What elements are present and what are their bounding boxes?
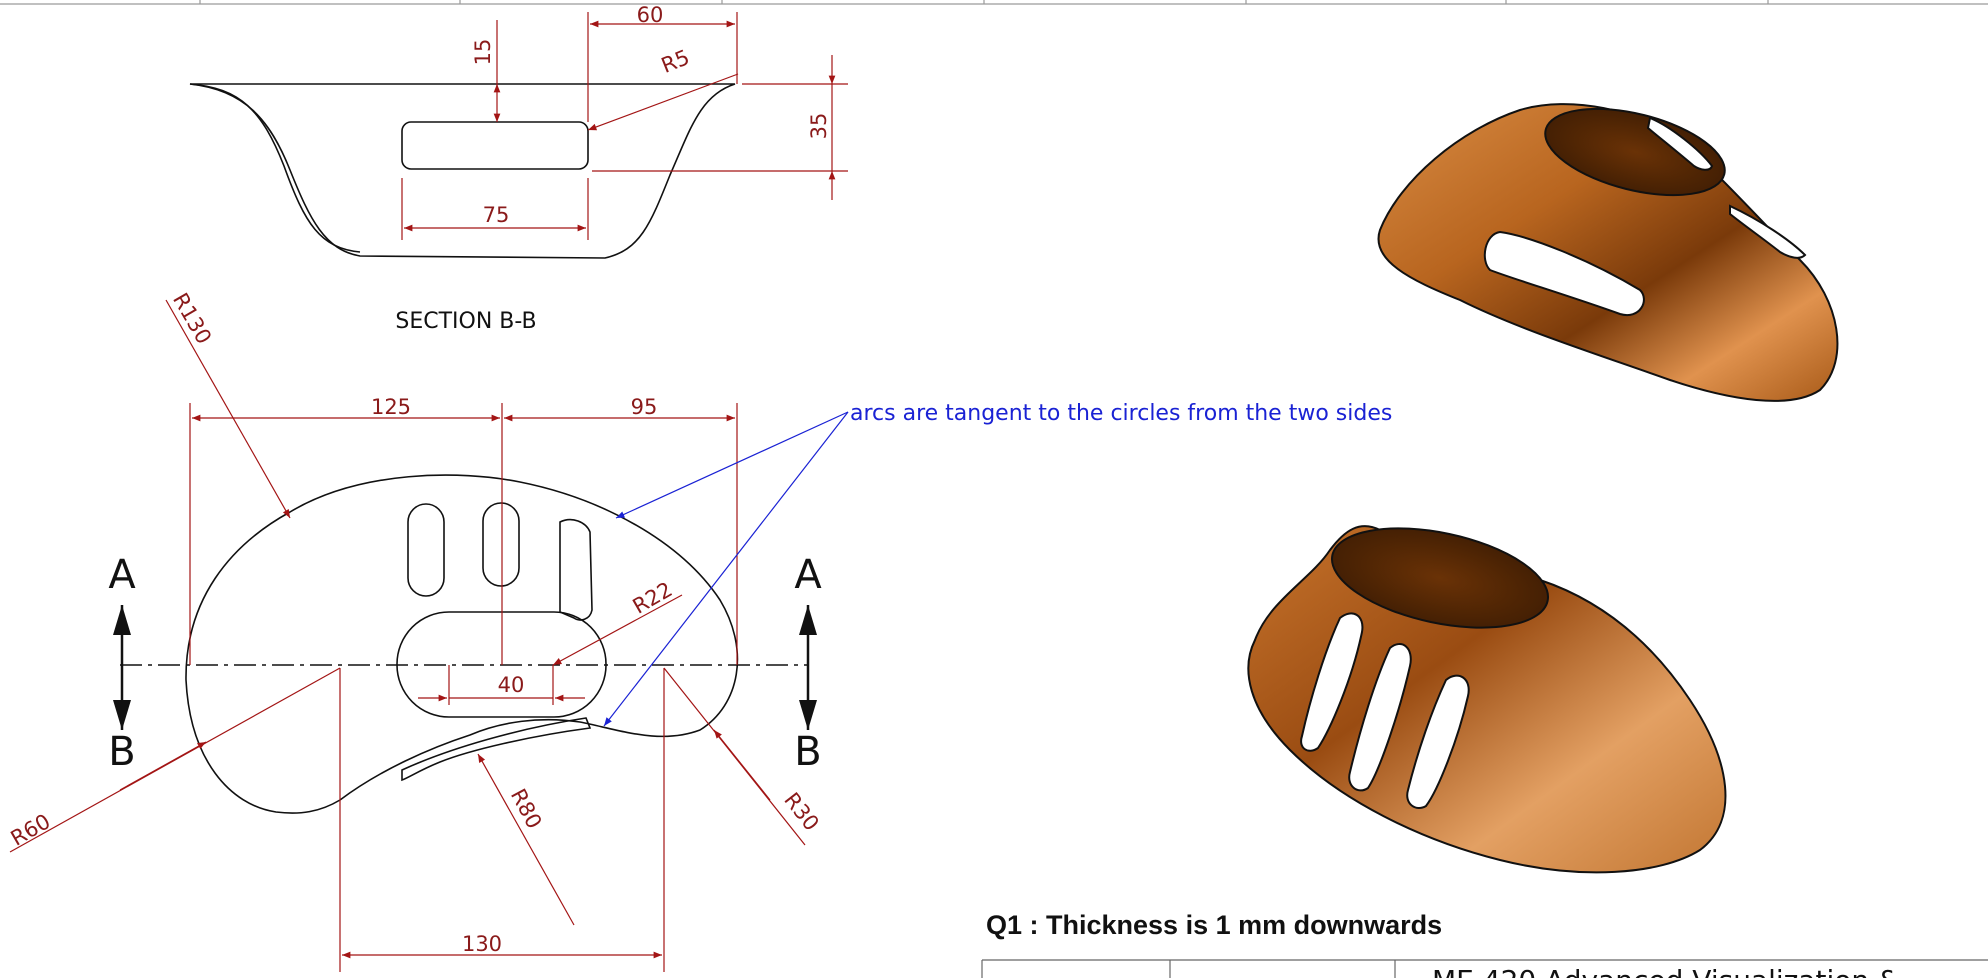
question-text: Q1 : Thickness is 1 mm downwards [986, 910, 1442, 940]
section-mark-left-bottom: B [108, 729, 135, 775]
tangent-note-text: arcs are tangent to the circles from the… [850, 401, 1392, 426]
render-bottom-slot-2 [1348, 643, 1412, 792]
render-top-slot-3 [1729, 204, 1807, 259]
section-mark-right-top: A [794, 552, 822, 598]
dim-60-label: 60 [637, 3, 664, 27]
dim-r22-label: R22 [629, 577, 677, 618]
section-label: SECTION B-B [395, 309, 536, 334]
dim-75-label: 75 [483, 203, 510, 227]
section-arrow-left: A B [108, 552, 136, 775]
dim-r130: R130 [165, 289, 291, 519]
render-top [1377, 103, 1839, 402]
section-profile-inner [189, 83, 361, 253]
section-mark-right-bottom: B [794, 729, 821, 775]
dim-125: 125 [189, 395, 503, 665]
dim-r60: R60 [7, 667, 341, 853]
dim-r22: R22 [552, 577, 683, 666]
render-top-slot-1 [1483, 230, 1645, 317]
section-slot [401, 121, 589, 170]
render-top-opening [1544, 107, 1726, 197]
dim-35-label: 35 [807, 113, 831, 140]
dim-r5-label: R5 [658, 45, 693, 78]
dim-r130-label: R130 [168, 289, 216, 348]
dim-15: 15 [471, 20, 501, 123]
dim-40: 40 [418, 665, 585, 705]
plan-slot-middle [482, 502, 520, 587]
dim-35: 35 [592, 55, 848, 200]
plan-slot-right [559, 518, 593, 621]
section-arrow-right: A B [794, 552, 822, 775]
dim-r80: R80 [477, 753, 575, 926]
dim-15-label: 15 [471, 39, 495, 66]
dim-95: 95 [504, 395, 738, 665]
dim-130: 130 [339, 668, 665, 972]
plan-view: A B A B R130 125 95 R2 [7, 289, 824, 972]
plan-outline [185, 474, 739, 814]
render-bottom-opening [1330, 527, 1550, 629]
plan-curved-slot [401, 717, 592, 782]
section-view: 15 60 R5 35 75 SECTION [189, 3, 848, 334]
section-profile [189, 83, 736, 259]
dim-r30-label: R30 [779, 788, 823, 835]
sheet-frame [0, 0, 1988, 5]
plan-slot-left [407, 503, 445, 597]
dim-130-label: 130 [462, 932, 502, 956]
dim-40-label: 40 [498, 673, 525, 697]
dim-r60-label: R60 [7, 809, 55, 850]
dim-r80-label: R80 [506, 785, 547, 833]
dim-75: 75 [401, 178, 589, 240]
render-bottom-slot-1 [1300, 612, 1364, 752]
title-block: ME 420 Advanced Visualization & [981, 959, 1988, 978]
render-top-slot-2 [1646, 116, 1714, 171]
dim-r5: R5 [587, 45, 739, 131]
dim-95-label: 95 [631, 395, 658, 419]
dim-60: 60 [587, 3, 738, 122]
render-top-body [1377, 103, 1839, 402]
render-bottom [1247, 525, 1727, 874]
section-mark-left-top: A [108, 552, 136, 598]
title-block-text: ME 420 Advanced Visualization & [1432, 964, 1900, 978]
dim-125-label: 125 [371, 395, 411, 419]
render-bottom-slot-3 [1406, 674, 1470, 809]
tangent-note: arcs are tangent to the circles from the… [603, 401, 1392, 727]
